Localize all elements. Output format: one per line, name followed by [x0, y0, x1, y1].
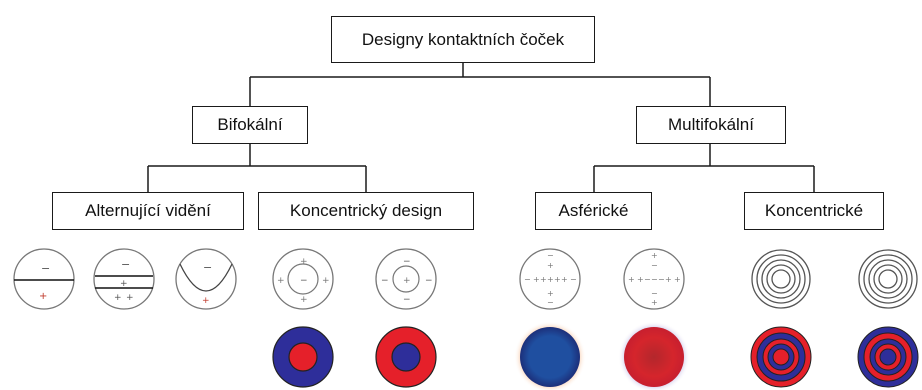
minus-sign: −: [381, 276, 389, 286]
concentric-rings-lens-2: [858, 249, 918, 309]
minus-sign: −: [524, 275, 531, 284]
plus-sign: +: [403, 276, 411, 286]
plus-sign: +: [540, 275, 547, 284]
minus-sign: −: [425, 276, 433, 286]
concentric-design-color-lens-1: [272, 326, 334, 388]
minus-sign: −: [570, 275, 577, 284]
plus-sign: +: [120, 279, 128, 289]
plus-sign: +: [114, 293, 122, 303]
minus-sign: −: [121, 258, 130, 271]
plus-sign: +: [300, 257, 308, 267]
root-box: Designy kontaktních čoček: [331, 16, 595, 63]
minus-sign: −: [547, 251, 554, 260]
plus-sign: +: [202, 296, 210, 306]
minus-sign: −: [203, 261, 212, 274]
alternating-lens-1: − +: [13, 248, 75, 310]
minus-sign: −: [300, 276, 308, 286]
plus-sign: +: [665, 275, 672, 284]
aspheric-lens-2: + − − + + + − − − + +: [623, 248, 685, 310]
bifocal-box: Bifokální: [192, 106, 308, 144]
concentric-color-lens-1: [750, 326, 812, 388]
minus-sign: −: [547, 298, 554, 307]
plus-sign: +: [547, 289, 554, 298]
alternating-lens-3: − +: [175, 248, 237, 310]
plus-sign: +: [651, 298, 658, 307]
plus-sign: +: [554, 275, 561, 284]
plus-sign: +: [674, 275, 681, 284]
alternating-lens-2: − + + +: [93, 248, 155, 310]
alternating-vision-box: Alternující vidění: [52, 192, 244, 230]
minus-sign: −: [651, 289, 658, 298]
plus-sign: +: [547, 275, 554, 284]
concentric-design-color-lens-2: [375, 326, 437, 388]
minus-sign: −: [403, 257, 411, 267]
aspheric-color-lens-2: [618, 321, 690, 390]
plus-sign: +: [300, 295, 308, 305]
plus-sign: +: [651, 251, 658, 260]
minus-sign: −: [651, 275, 658, 284]
plus-sign: +: [533, 275, 540, 284]
minus-sign: −: [403, 295, 411, 305]
concentric-design-box: Koncentrický design: [258, 192, 474, 230]
plus-sign: +: [547, 261, 554, 270]
aspheric-lens-1: − + + − − + + + + + −: [519, 248, 581, 310]
concentric-design-lens-1: + + + + −: [272, 248, 334, 310]
minus-sign: −: [651, 261, 658, 270]
plus-sign: +: [322, 276, 330, 286]
plus-sign: +: [637, 275, 644, 284]
plus-sign: +: [277, 276, 285, 286]
plus-sign: +: [39, 291, 47, 302]
plus-sign: +: [126, 293, 134, 303]
concentric-box: Koncentrické: [744, 192, 884, 230]
concentric-design-lens-2: − − − − +: [375, 248, 437, 310]
aspheric-box: Asférické: [535, 192, 652, 230]
concentric-rings-lens-1: [751, 249, 811, 309]
plus-sign: +: [561, 275, 568, 284]
multifocal-box: Multifokální: [636, 106, 786, 144]
concentric-color-lens-2: [857, 326, 919, 388]
minus-sign: −: [644, 275, 651, 284]
minus-sign: −: [41, 262, 50, 275]
aspheric-color-lens-1: [514, 321, 586, 390]
plus-sign: +: [628, 275, 635, 284]
minus-sign: −: [658, 275, 665, 284]
